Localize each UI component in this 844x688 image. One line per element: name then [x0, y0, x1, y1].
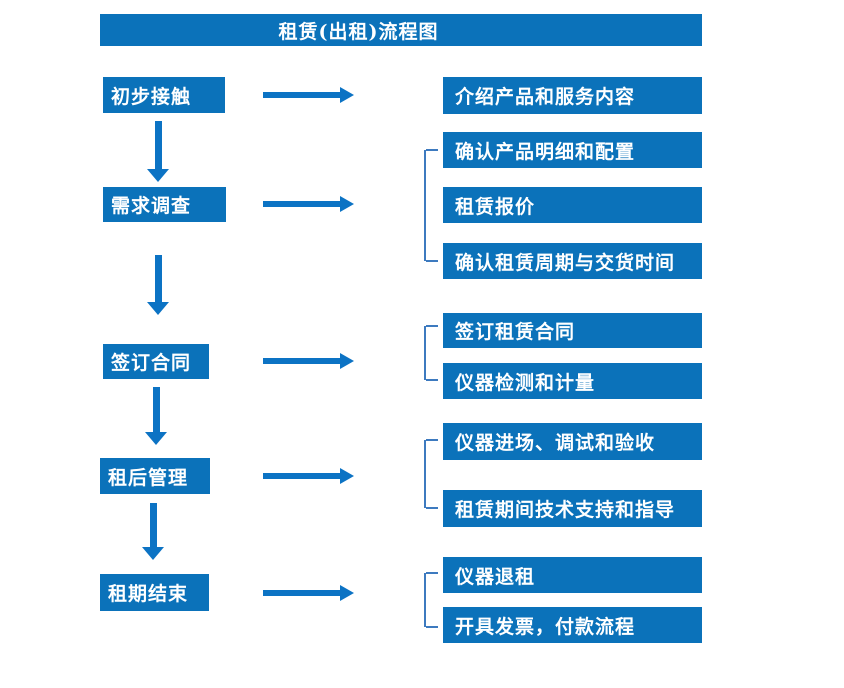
arrow-head-icon [147, 169, 169, 182]
detail-label: 介绍产品和服务内容 [455, 86, 636, 108]
arrow-shaft [263, 92, 340, 98]
detail-label: 仪器检测和计量 [455, 371, 596, 394]
bracket-tick [426, 439, 438, 441]
detail-label: 开具发票，付款流程 [455, 615, 636, 638]
flow-arrow-down-1 [147, 121, 169, 182]
arrow-head-icon [340, 468, 354, 484]
flow-arrow-down-4 [142, 503, 164, 560]
step-label: 需求调查 [111, 195, 192, 217]
flowchart-title: 租赁(出租)流程图 [278, 20, 439, 43]
flow-arrow-right-5 [263, 585, 354, 601]
step-box-post-rental-management: 租后管理 [100, 458, 210, 494]
bracket-group-demand-survey [424, 149, 438, 262]
step-label: 初步接触 [111, 85, 192, 108]
step-box-initial-contact: 初步接触 [103, 77, 225, 113]
detail-box-rental-quote: 租赁报价 [443, 187, 702, 223]
detail-label: 仪器进场、调试和验收 [455, 432, 656, 454]
step-label: 签订合同 [111, 352, 192, 374]
bracket-tick [426, 325, 438, 327]
arrow-shaft [263, 590, 340, 596]
arrow-head-icon [340, 87, 354, 103]
detail-box-confirm-product-config: 确认产品明细和配置 [443, 132, 702, 168]
step-box-demand-survey: 需求调查 [103, 187, 226, 222]
arrow-shaft [263, 473, 340, 479]
flow-arrow-right-1 [263, 87, 354, 103]
flow-arrow-right-2 [263, 196, 354, 212]
arrow-shaft [152, 387, 160, 432]
step-box-sign-contract: 签订合同 [103, 344, 209, 379]
arrow-shaft [154, 121, 162, 169]
arrow-head-icon [340, 196, 354, 212]
detail-box-technical-support: 租赁期间技术支持和指导 [443, 490, 702, 527]
arrow-head-icon [340, 585, 354, 601]
detail-box-confirm-period-delivery: 确认租赁周期与交货时间 [443, 243, 702, 279]
detail-label: 确认产品明细和配置 [455, 140, 636, 163]
detail-label: 签订租赁合同 [455, 321, 576, 343]
flow-arrow-down-3 [145, 387, 167, 445]
detail-box-sign-rental-contract: 签订租赁合同 [443, 313, 702, 348]
arrow-shaft [149, 503, 157, 547]
detail-label: 租赁报价 [455, 195, 536, 218]
step-box-rental-end: 租期结束 [100, 574, 209, 611]
bracket-tick [426, 149, 438, 151]
arrow-head-icon [145, 432, 167, 445]
bracket-tick [426, 507, 438, 509]
bracket-tick [426, 626, 438, 628]
bracket-group-rental-end [424, 572, 438, 628]
detail-box-instrument-return: 仪器退租 [443, 557, 702, 593]
detail-box-instrument-testing: 仪器检测和计量 [443, 363, 702, 399]
detail-label: 仪器退租 [455, 565, 536, 588]
arrow-head-icon [147, 302, 169, 315]
bracket-tick [426, 572, 438, 574]
detail-box-instrument-setup-acceptance: 仪器进场、调试和验收 [443, 423, 702, 460]
arrow-shaft [154, 255, 162, 302]
flowchart-title-bar: 租赁(出租)流程图 [100, 14, 702, 46]
bracket-group-post-rental [424, 439, 438, 509]
arrow-head-icon [142, 547, 164, 560]
flow-arrow-right-4 [263, 468, 354, 484]
detail-label: 租赁期间技术支持和指导 [455, 499, 676, 521]
detail-label: 确认租赁周期与交货时间 [455, 251, 676, 274]
flow-arrow-down-2 [147, 255, 169, 315]
flow-arrow-right-3 [263, 353, 354, 369]
bracket-tick [426, 260, 438, 262]
step-label: 租后管理 [108, 466, 189, 489]
arrow-shaft [263, 358, 340, 364]
arrow-shaft [263, 201, 340, 207]
bracket-tick [426, 379, 438, 381]
arrow-head-icon [340, 353, 354, 369]
detail-box-invoice-payment: 开具发票，付款流程 [443, 607, 702, 643]
bracket-group-sign-contract [424, 325, 438, 381]
detail-box-introduce-products: 介绍产品和服务内容 [443, 77, 702, 114]
step-label: 租期结束 [108, 583, 189, 605]
